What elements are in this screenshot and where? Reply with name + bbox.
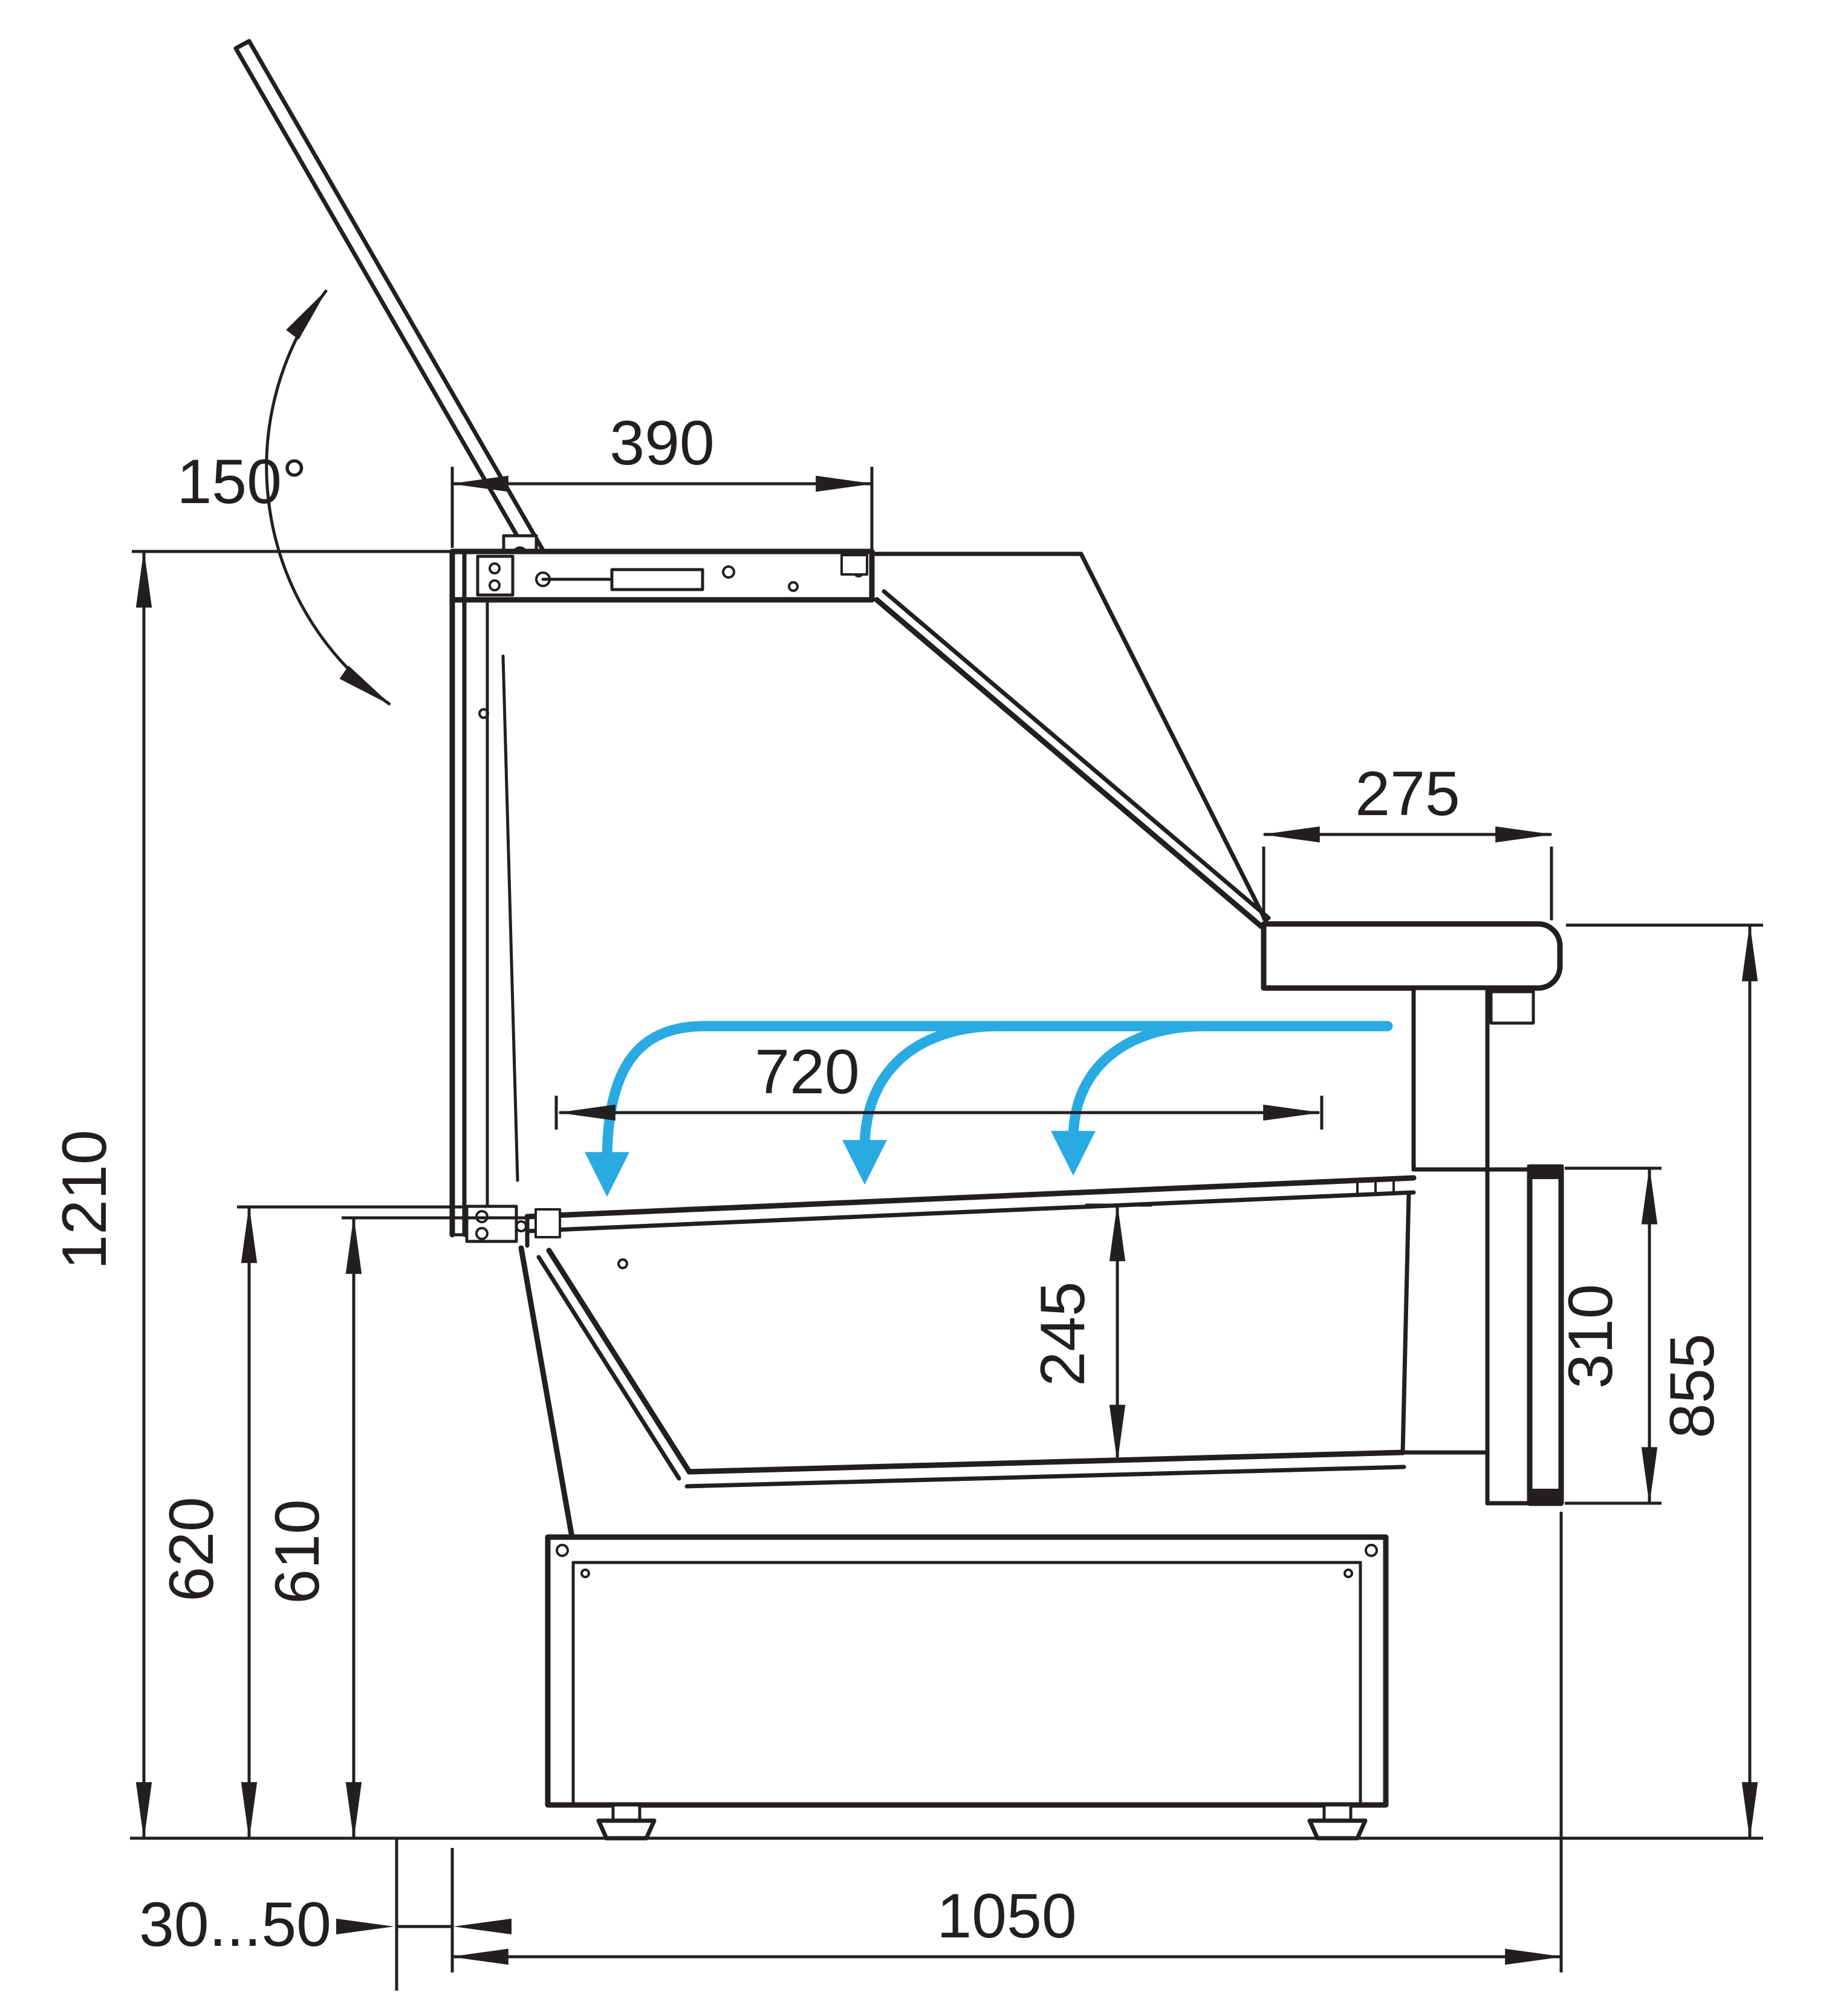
dim-rear-counter-height: 855 xyxy=(1566,923,1763,1841)
base-cabinet xyxy=(545,1534,1389,1841)
airflow-curve-2 xyxy=(842,1021,1003,1185)
dim-canopy-depth: 390 xyxy=(450,408,874,550)
front-glass-column xyxy=(449,548,527,1243)
dim-label-1050: 1050 xyxy=(937,1881,1076,1951)
rear-panel-bottom-cap xyxy=(1527,1489,1564,1503)
canopy-end-cap xyxy=(840,554,868,576)
rear-counter-top xyxy=(1261,921,1563,1025)
dim-label-1210: 1210 xyxy=(50,1130,120,1269)
dim-inner-deck-height: 610 xyxy=(262,1215,526,1841)
dim-deck-depth: 720 xyxy=(554,1037,1324,1130)
adjustable-foot-right xyxy=(1307,1803,1368,1841)
glass-upper-edge xyxy=(1079,551,1269,924)
well-rear-wall xyxy=(1400,1191,1411,1455)
front-skin-panel xyxy=(518,1245,575,1540)
airflow-curve-1 xyxy=(585,1021,1393,1197)
canopy xyxy=(449,548,1269,924)
dim-label-390: 390 xyxy=(609,408,715,478)
dim-label-245: 245 xyxy=(1028,1281,1098,1387)
display-deck xyxy=(524,1175,1417,1269)
dim-label-620: 620 xyxy=(157,1497,227,1602)
counter-underside-unit xyxy=(1489,990,1535,1025)
lid-angle-arc xyxy=(265,288,392,706)
clearance-arrow-right xyxy=(453,1919,512,1934)
dim-label-855: 855 xyxy=(1657,1333,1727,1439)
airflow-arrows xyxy=(585,1021,1393,1197)
dim-label-610: 610 xyxy=(262,1499,333,1604)
dim-label-275: 275 xyxy=(1355,759,1460,829)
deck-front-molding xyxy=(534,1208,561,1238)
dim-label-310: 310 xyxy=(1556,1284,1626,1389)
deck-hinge-bracket xyxy=(465,1205,518,1243)
dim-front-deck-height: 620 xyxy=(157,1205,466,1841)
rear-panel-top-cap xyxy=(1527,1165,1564,1179)
refrigerated-well xyxy=(518,1245,1406,1540)
gas-strut-cylinder xyxy=(610,568,704,591)
dim-overall-depth: 1050 xyxy=(450,1512,1564,1972)
airflow-curve-3 xyxy=(1051,1021,1209,1176)
dim-wall-clearance: 30...50 xyxy=(139,1838,512,1991)
dim-label-720: 720 xyxy=(755,1037,860,1107)
adjustable-foot-left xyxy=(596,1803,657,1841)
inner-glass-panel xyxy=(501,654,519,1182)
clearance-arrow-left xyxy=(336,1919,394,1934)
dim-label-30-50: 30...50 xyxy=(139,1890,331,1960)
dim-rear-counter-depth: 275 xyxy=(1261,759,1554,920)
rear-panel xyxy=(1527,1164,1564,1506)
display-glass-slanted xyxy=(874,589,1271,929)
dim-well-depth: 245 xyxy=(1028,1203,1152,1463)
dim-rear-panel-height: 310 xyxy=(1556,1166,1662,1506)
rear-duct xyxy=(1400,986,1564,1506)
strut-mount-bracket xyxy=(476,554,515,597)
dim-label-angle: 150° xyxy=(177,447,307,517)
dim-overall-height: 1210 xyxy=(50,549,452,1841)
